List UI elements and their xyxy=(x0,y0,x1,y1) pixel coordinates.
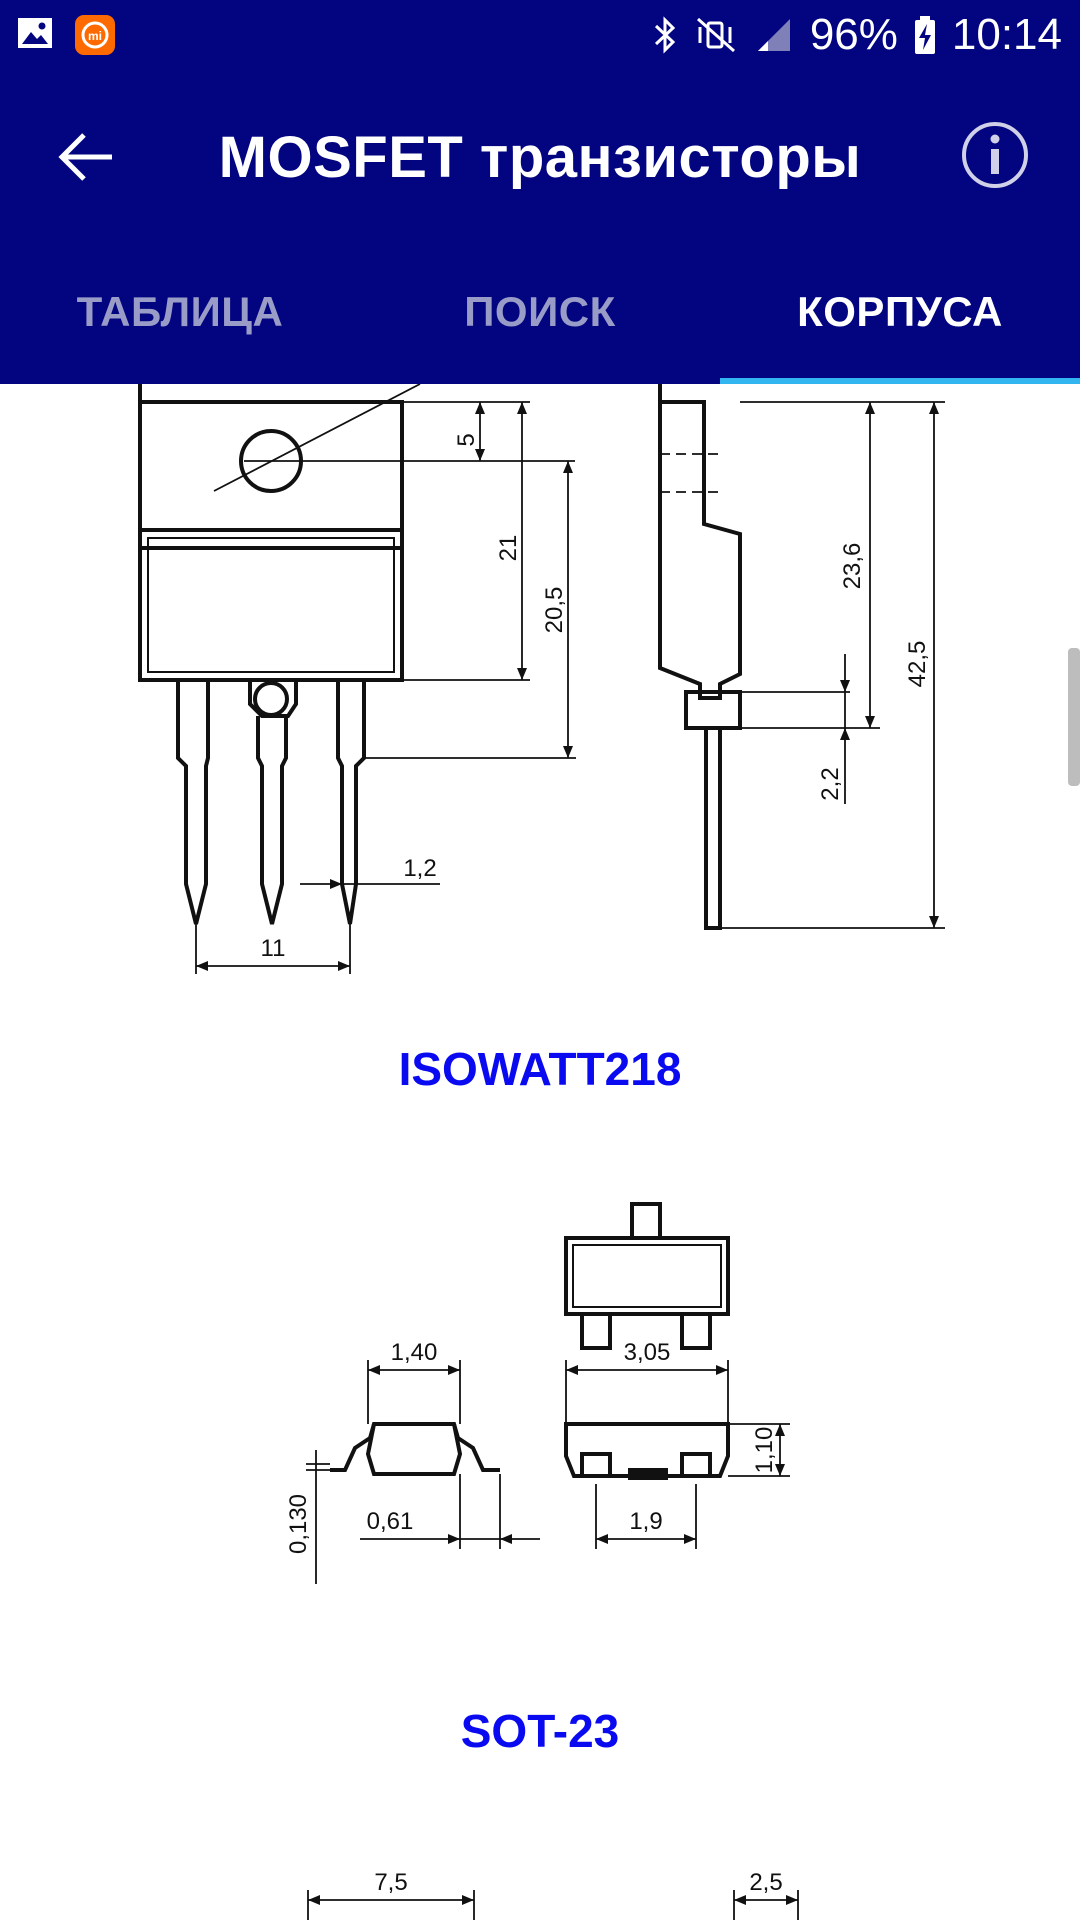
dim-label: 5 xyxy=(453,433,480,446)
dim-label: 0,61 xyxy=(367,1508,414,1535)
info-circle-icon xyxy=(962,122,1028,188)
package3-drawing: 7,5 2,5 xyxy=(307,1869,799,1920)
dim-label: 2,5 xyxy=(749,1869,782,1896)
dim-label: 3,05 xyxy=(624,1339,671,1366)
back-button[interactable] xyxy=(54,124,120,190)
dim-label: 0,130 xyxy=(285,1494,312,1554)
tab-table[interactable]: ТАБЛИЦА xyxy=(76,288,284,335)
app-bar: MOSFET транзисторы xyxy=(0,72,1080,240)
info-button[interactable] xyxy=(960,120,1030,190)
packages-list[interactable]: 5 21 20,5 23,6 42,5 2,2 1,2 11 ISOWATT21… xyxy=(0,384,1080,1920)
bluetooth-icon xyxy=(654,16,675,54)
mute-vibrate-icon xyxy=(696,17,735,53)
dim-label: 1,2 xyxy=(403,855,436,882)
package-name: SOT-23 xyxy=(460,1705,620,1757)
svg-text:mi: mi xyxy=(88,29,102,43)
scrollbar[interactable] xyxy=(1068,648,1080,786)
dim-label: 23,6 xyxy=(839,543,866,590)
tab-packages[interactable]: КОРПУСА xyxy=(720,240,1080,384)
dim-label: 1,9 xyxy=(629,1508,662,1535)
package-name: ISOWATT218 xyxy=(398,1043,682,1095)
status-bar: mi 96% 10:14 xyxy=(0,0,1080,72)
clock: 10:14 xyxy=(951,10,1062,59)
dim-label: 2,2 xyxy=(817,767,844,800)
status-left-icons: mi xyxy=(16,14,116,56)
gallery-icon xyxy=(18,18,52,48)
arrow-left-icon xyxy=(58,133,112,181)
isowatt218-drawing: 5 21 20,5 23,6 42,5 2,2 1,2 11 xyxy=(138,384,945,974)
battery-charging-icon xyxy=(914,16,935,54)
dim-label: 1,40 xyxy=(391,1339,438,1366)
battery-percent: 96% xyxy=(809,10,898,59)
status-right: 96% 10:14 xyxy=(652,10,1062,60)
tab-search[interactable]: ПОИСК xyxy=(464,288,616,335)
tab-bar: ТАБЛИЦА ПОИСК КОРПУСА xyxy=(0,240,1080,384)
dim-label: 42,5 xyxy=(904,641,931,688)
mi-app-icon: mi xyxy=(75,15,115,55)
page-title: MOSFET транзисторы xyxy=(218,125,862,190)
dim-label: 1,10 xyxy=(751,1427,778,1474)
dim-label: 7,5 xyxy=(374,1869,407,1896)
dim-label: 20,5 xyxy=(541,587,568,634)
dim-label: 21 xyxy=(495,535,522,562)
signal-icon xyxy=(757,19,790,51)
dim-label: 11 xyxy=(261,935,286,962)
sot23-drawing: 1,40 3,05 1,10 0,130 0,61 1,9 xyxy=(285,1202,790,1584)
